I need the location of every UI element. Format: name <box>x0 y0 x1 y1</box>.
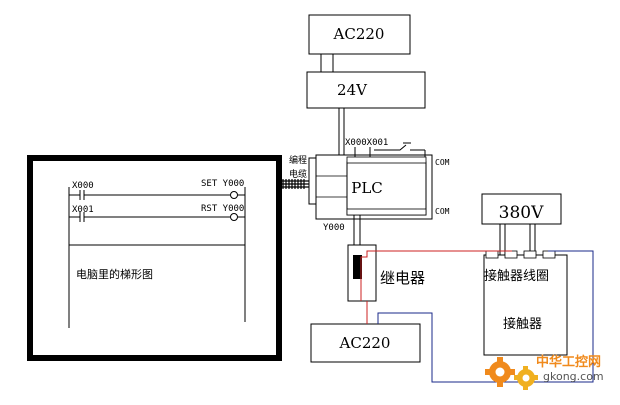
gear-icon <box>485 357 538 390</box>
dc24v-label: 24V <box>337 81 368 99</box>
ac220-bottom-box: AC220 <box>310 323 421 363</box>
watermark-site-cn: 中华工控网 <box>536 354 601 370</box>
relay: 继电器 <box>347 244 425 302</box>
ac220-bottom-label: AC220 <box>339 334 391 352</box>
wire-ac-to-24v <box>320 54 334 72</box>
plc-output-y000-label: Y000 <box>323 223 345 233</box>
v380-label: 380V <box>499 203 544 223</box>
com-lower-label: COM <box>435 207 450 216</box>
blue-wire <box>377 250 594 383</box>
computer-screen: X000 SET Y000 X001 RST Y000 电脑里的梯形图 <box>27 155 282 361</box>
dc24v-box: 24V <box>306 71 426 109</box>
ladder-diagram <box>68 187 246 328</box>
ladder-rung2-contact: X001 <box>72 205 94 215</box>
watermark-site-url: gkong.com <box>543 370 604 383</box>
v380-box: 380V <box>481 193 562 255</box>
relay-label: 继电器 <box>380 269 425 287</box>
wire-24v-to-plc <box>338 108 345 155</box>
com-upper-label: COM <box>435 158 450 167</box>
input-switches <box>354 142 426 157</box>
plc-label: PLC <box>351 179 383 197</box>
ladder-rung2-coil: RST Y000 <box>201 204 244 214</box>
programming-cable: 编程 电缆 <box>281 154 317 205</box>
red-wire <box>360 250 512 324</box>
contactor-coil-label: 接触器线圈 <box>484 268 549 284</box>
ladder-caption: 电脑里的梯形图 <box>76 267 153 281</box>
ac220-top-box: AC220 <box>308 14 411 55</box>
ladder-rung1-coil: SET Y000 <box>201 179 244 189</box>
plc-inputs-label: X000X001 <box>345 138 388 148</box>
gkong-watermark: 中华工控网 gkong.com <box>485 354 604 390</box>
ladder-rung1-contact: X000 <box>72 181 94 191</box>
cable-label-line1: 编程 <box>289 154 307 166</box>
contactor-label: 接触器 <box>503 316 542 332</box>
cable-label-line2: 电缆 <box>289 168 307 180</box>
contactor: 接触器线圈 接触器 <box>483 250 568 356</box>
ac220-top-label: AC220 <box>333 25 385 43</box>
plc-block: PLC X000X001 COM COM Y000 <box>315 138 450 245</box>
